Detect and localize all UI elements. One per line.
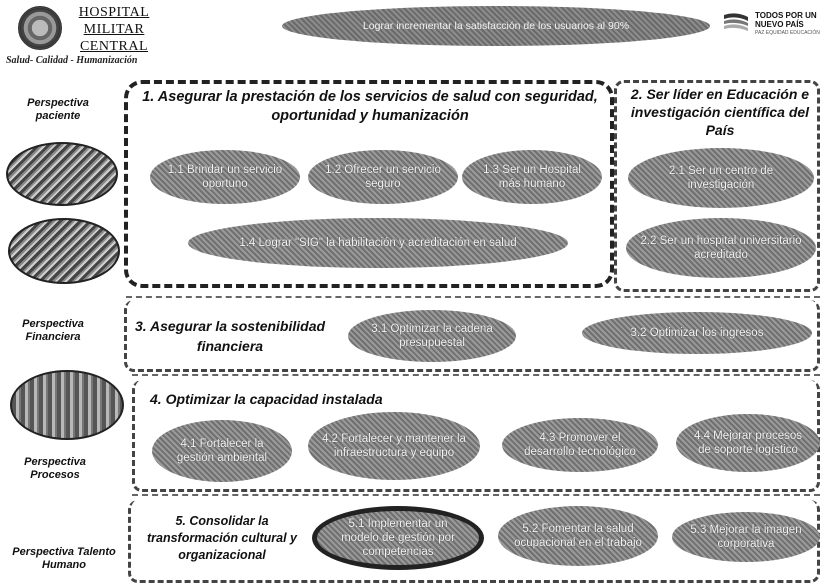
strategy-4-4: 4.4 Mejorar procesos de soporte logístic… [676, 414, 820, 472]
separator-talento [132, 494, 820, 496]
perspective-talento-humano: Perspectiva Talento Humano [12, 546, 116, 571]
objective-2-group [614, 80, 820, 292]
objective-3-title: 3. Asegurar la sostenibilidad financiera [134, 318, 326, 354]
strategy-5-2: 5.2 Fomentar la salud ocupacional en el … [498, 506, 658, 566]
nuevo-pais-flag-icon [724, 13, 748, 31]
objective-5-title: 5. Consolidar la transformación cultural… [146, 514, 298, 562]
strategy-1-4: 1.4 Lograr "SIG" la habilitación y acred… [188, 218, 568, 268]
strategy-5-3: 5.3 Mejorar la imagen corporativa [672, 512, 820, 562]
hospital-seal-logo [18, 6, 62, 50]
vision-banner: Lograr incrementar la satisfacción de lo… [282, 6, 710, 46]
separator-procesos [132, 374, 820, 376]
perspective-procesos: Perspectiva Procesos [24, 456, 86, 481]
hospital-building-photo [10, 370, 124, 440]
strategy-2-2: 2.2 Ser un hospital universitario acredi… [626, 218, 816, 278]
perspective-paciente: Perspectiva paciente [27, 97, 89, 122]
strategy-1-1: 1.1 Brindar un servicio oportuno [150, 150, 300, 204]
brand-tagline: PAZ EQUIDAD EDUCACIÓN [755, 30, 820, 36]
nuevo-pais-brand: TODOS POR UN NUEVO PAÍS PAZ EQUIDAD EDUC… [755, 11, 820, 38]
objective-4-title: 4. Optimizar la capacidad instalada [150, 391, 383, 407]
strategy-4-3: 4.3 Promover el desarrollo tecnológico [502, 418, 658, 472]
strategy-1-3: 1.3 Ser un Hospital más humano [462, 150, 602, 204]
hospital-name-logo: HOSPITAL MILITAR CENTRAL [78, 5, 150, 54]
strategy-3-2: 3.2 Optimizar los ingresos [582, 312, 812, 354]
financiera-group [124, 300, 820, 372]
strategy-4-2: 4.2 Fortalecer y mantener la infraestruc… [308, 412, 480, 480]
perspective-financiera: Perspectiva Financiera [22, 318, 84, 343]
strategy-5-1: 5.1 Implementar un modelo de gestión por… [312, 506, 484, 570]
strategy-1-2: 1.2 Ofrecer un servicio seguro [308, 150, 458, 204]
objective-2-title: 2. Ser líder en Educación e investigació… [630, 86, 810, 138]
patient-photo-2 [8, 218, 120, 284]
strategy-2-1: 2.1 Ser un centro de investigación [628, 148, 814, 208]
hospital-slogan: Salud- Calidad - Humanización [6, 55, 138, 66]
separator-financiera [126, 296, 820, 298]
objective-1-title: 1. Asegurar la prestación de los servici… [142, 89, 598, 124]
procesos-group [132, 380, 820, 492]
patient-photo-1 [6, 142, 118, 206]
objective-1-group [124, 80, 614, 288]
vision-text: Lograr incrementar la satisfacción de lo… [362, 20, 630, 32]
strategy-3-1: 3.1 Optimizar la cadena presupuestal [348, 310, 516, 362]
strategy-4-1: 4.1 Fortalecer la gestión ambiental [152, 420, 292, 482]
brand-name: TODOS POR UN NUEVO PAÍS [755, 11, 817, 29]
